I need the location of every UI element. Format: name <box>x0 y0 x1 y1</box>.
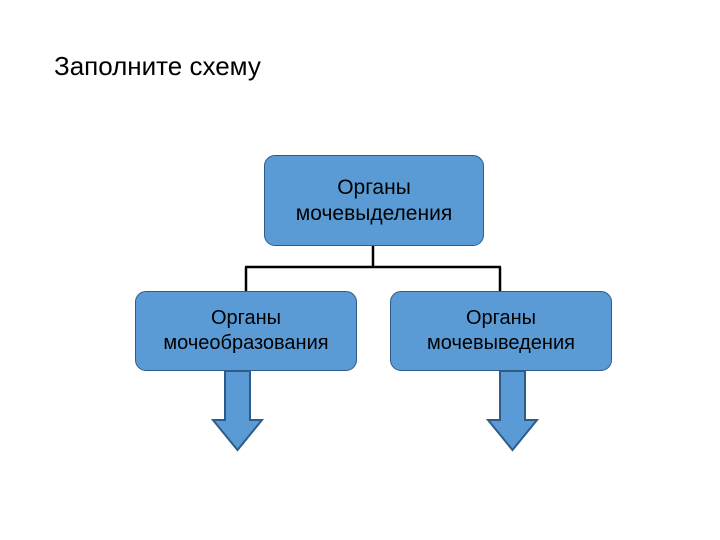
down-arrow-icon-left <box>210 370 265 452</box>
node-root-label: Органы мочевыделения <box>295 175 453 225</box>
node-child-right-label: Органы мочевыведения <box>427 307 575 354</box>
node-child-right[interactable]: Органы мочевыведения <box>390 291 612 371</box>
node-child-left[interactable]: Органы мочеобразования <box>135 291 357 371</box>
page-title: Заполните схему <box>54 51 261 81</box>
node-child-left-label: Органы мочеобразования <box>163 307 329 354</box>
down-arrow-icon-right <box>485 370 540 452</box>
node-root[interactable]: Органы мочевыделения <box>264 155 484 246</box>
